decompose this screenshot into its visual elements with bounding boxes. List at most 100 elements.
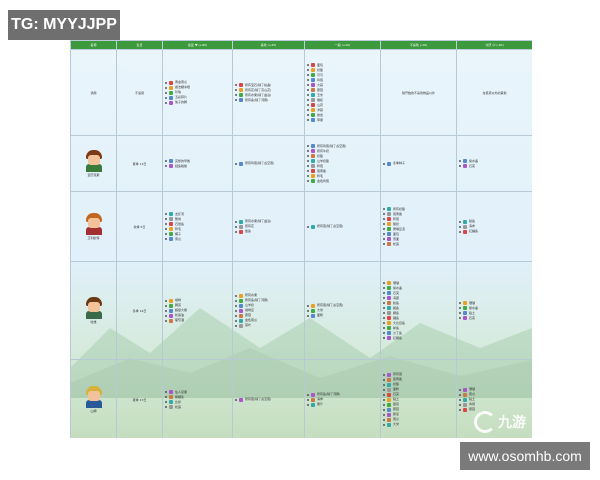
list-item: 紫水晶 — [459, 159, 530, 164]
item-label: 所有宝石(除了棱晶) — [245, 82, 272, 87]
item-label: 所有鱼(除了河豚) — [245, 298, 269, 302]
list-item: 大米 — [383, 422, 454, 427]
bullet-icon — [165, 396, 167, 398]
item-label: 鸭蛋 — [317, 163, 324, 168]
item-label: 珊瑚 — [393, 280, 400, 285]
bullet-icon — [235, 84, 237, 86]
cell-text: 除开始的不喜欢物品以外 — [401, 90, 435, 95]
item-icon — [463, 407, 467, 412]
list-item: 石英 — [459, 164, 530, 169]
item-list: 珊瑚南瓜粘土青铜蘑菇 — [459, 387, 530, 412]
bullet-icon — [235, 294, 237, 297]
list-item: 石英 — [383, 291, 454, 296]
watermark-tg: TG: MYYJJPP — [8, 10, 120, 40]
list-item: 海胆 — [383, 296, 454, 301]
item-label: 鲶鱼 — [393, 300, 400, 305]
list-item: 南瓜 — [383, 417, 454, 422]
bullet-icon — [235, 99, 237, 101]
bullet-icon — [235, 324, 237, 327]
list-item: 所有蛋(除了虚空蛋) — [307, 303, 378, 308]
bullet-icon — [383, 388, 385, 391]
table-row: 山姆夏季 17日仙人掌果枫糖浆比萨松露所有蛋(除了虚空蛋)所有鱼(除了河豚)海参… — [70, 359, 532, 438]
item-label: 面粉 — [393, 387, 400, 391]
list-item: 鳗鱼 — [383, 306, 454, 311]
bullet-icon — [307, 74, 309, 76]
watermark-tg-text: TG: MYYJJPP — [11, 16, 117, 33]
item-icon — [463, 387, 467, 392]
bullet-icon — [459, 312, 461, 314]
item-label: 可可 — [317, 72, 324, 77]
list-item: 鹅掌 — [383, 412, 454, 417]
item-icon — [311, 118, 315, 122]
item-icon — [387, 291, 391, 295]
item-icon — [239, 161, 243, 166]
item-label: 所有鸡蛋(除了虚空蛋) — [317, 143, 347, 148]
item-icon — [387, 296, 391, 300]
item-icon — [239, 318, 243, 323]
item-list: 所有蛋(除了虚空蛋) — [235, 397, 302, 402]
item-label: 松露 — [175, 404, 182, 409]
item-label: 兔子的脚 — [175, 100, 188, 104]
list-item: 所有水果(除了盐渍) — [235, 93, 302, 98]
bullet-icon — [165, 213, 167, 215]
item-icon — [169, 232, 173, 236]
item-list: 所有鸡蛋(除了虚空蛋) — [235, 161, 302, 166]
item-list: 咖啡腌菜超级大餐松露油葡萄酒 — [165, 298, 230, 323]
table-row: 通用不适用黄金南瓜魔法糖冰棍珍珠五彩碎片兔子的脚所有宝石(除了棱晶)所有花(除了… — [70, 49, 532, 136]
item-label: 所有水果(除了盐渍) — [245, 219, 272, 223]
item-list: 所有蛋蛋黄酱奶酪面粉石英粘土甜菜蘑菇鹅掌南瓜大米 — [383, 372, 454, 427]
item-icon — [169, 313, 173, 318]
list-item: 蘑菇 — [459, 407, 530, 412]
item-label: 紫水晶 — [469, 305, 479, 310]
list-item: 松露 — [383, 242, 454, 247]
list-item: 鸭毛 — [307, 174, 378, 179]
item-label: 龙虾汤 — [175, 211, 185, 216]
bullet-icon — [307, 64, 309, 66]
cell-loves: 咖啡腌菜超级大餐松露油葡萄酒 — [162, 261, 233, 360]
bullet-icon — [383, 383, 385, 386]
portrait-face — [87, 302, 100, 312]
item-icon — [311, 159, 315, 163]
list-item: 金色南瓜 — [235, 318, 302, 323]
bullet-icon — [235, 309, 237, 312]
bullet-icon — [165, 314, 167, 317]
list-item: 金色鸡蛋 — [307, 179, 378, 184]
list-item: 珊瑚 — [383, 281, 454, 286]
bullet-icon — [307, 155, 309, 157]
item-label: 咖啡豆 — [245, 308, 255, 312]
bullet-icon — [383, 317, 385, 319]
bullet-icon — [383, 213, 385, 215]
bullet-icon — [235, 89, 237, 91]
item-icon — [311, 397, 315, 402]
item-icon — [463, 402, 467, 407]
list-item: 章鱼 — [235, 229, 302, 234]
item-list: 珊瑚紫水晶粘土石英 — [459, 301, 530, 321]
bullet-icon — [165, 101, 167, 104]
cell-likes: 所有蛋(除了虚空蛋) — [232, 359, 305, 438]
list-item: 鱿鱼 — [459, 219, 530, 224]
item-label: 南瓜 — [393, 417, 400, 421]
bullet-icon — [383, 332, 385, 334]
item-label: 蛋黄酱 — [393, 211, 403, 216]
item-list: 鱿鱼海参红鲻鱼 — [459, 219, 530, 234]
list-item: 海参 — [459, 224, 530, 229]
item-icon — [311, 308, 315, 313]
list-item: 所有花(除了高山花) — [235, 88, 302, 93]
list-item: 鹰嘴豆泥 — [383, 227, 454, 232]
item-label: 红鲷鱼 — [393, 335, 403, 340]
portrait-body — [85, 164, 102, 172]
item-label: 松露 — [393, 241, 400, 246]
cell-dislikes: 除开始的不喜欢物品以外 — [380, 49, 457, 136]
item-label: 鹰嘴豆泥 — [393, 226, 406, 231]
item-label: 腌菜 — [175, 303, 182, 307]
item-label: 仙人掌果 — [175, 389, 188, 394]
bullet-icon — [235, 230, 237, 233]
cell-text: 垃圾项以外的其他 — [482, 90, 507, 95]
item-icon — [387, 316, 391, 320]
item-icon — [387, 242, 391, 246]
item-label: 大米 — [393, 422, 400, 426]
bullet-icon — [307, 314, 309, 317]
item-list: 面包奶酪可可鸡蛋大蒜蘑菇玉米橄榄山药洋蓟蜂蜜苹果 — [307, 63, 378, 123]
list-item: 鲑鱼晚餐 — [165, 164, 230, 169]
item-label: 大蒜 — [317, 82, 324, 87]
